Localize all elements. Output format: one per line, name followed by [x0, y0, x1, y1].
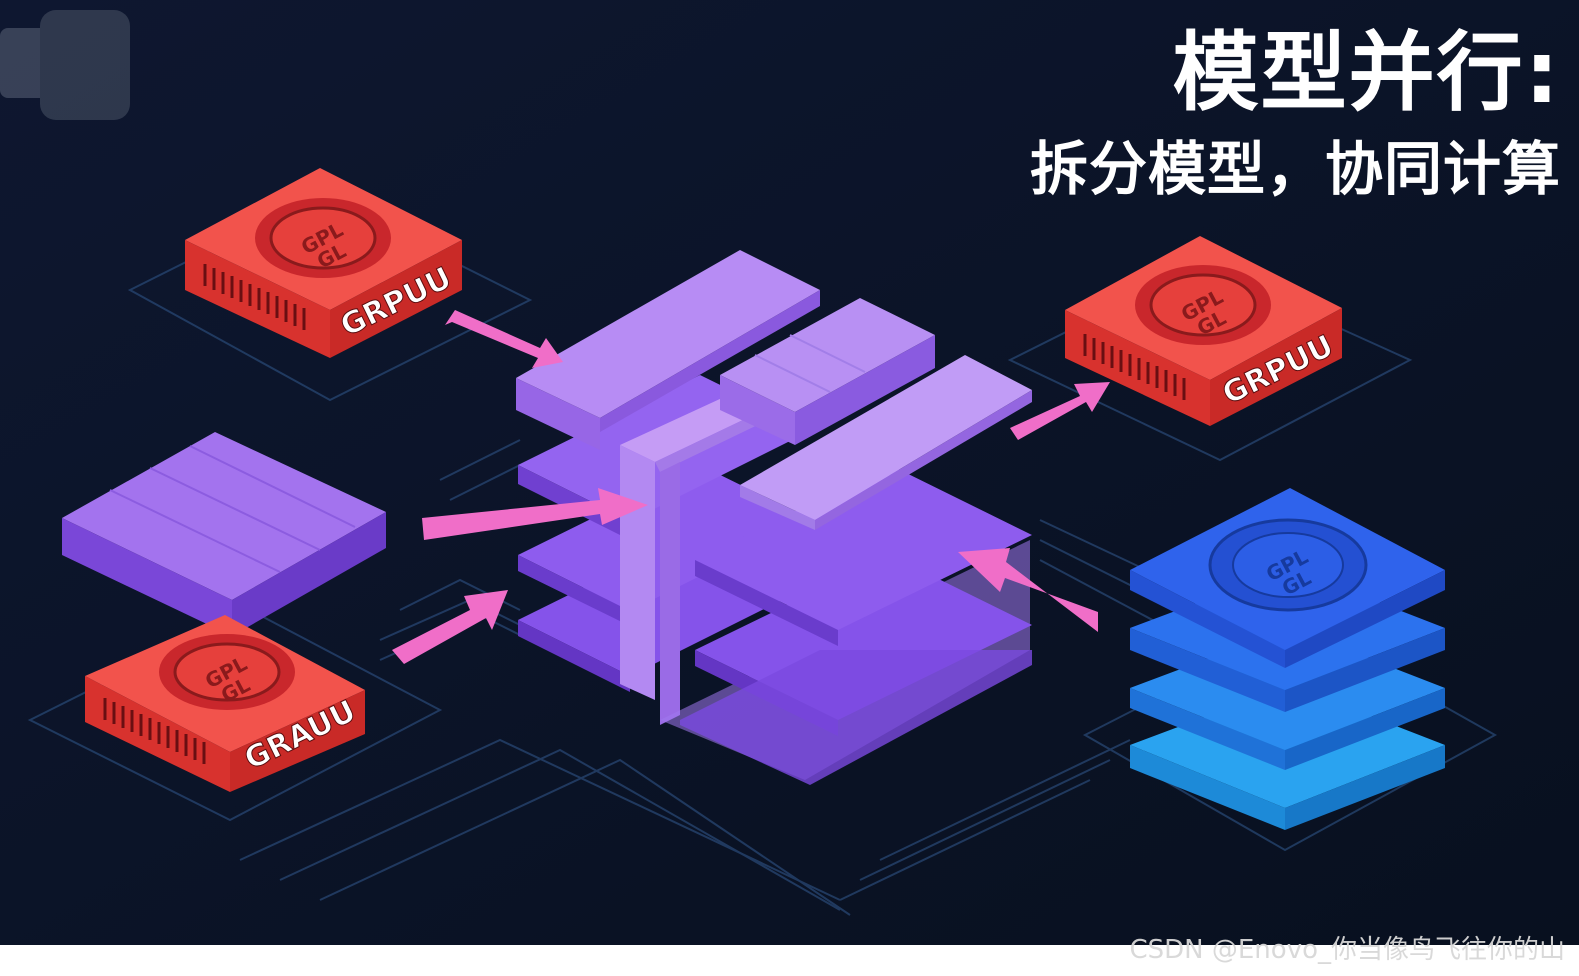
- top-slab-left: [516, 250, 820, 450]
- arrow-from-left-block: [422, 488, 648, 540]
- arrow-to-top-slab: [445, 310, 563, 368]
- model-layer-block-left: [62, 432, 386, 636]
- page-subtitle: 拆分模型，协同计算: [1029, 135, 1561, 203]
- bottom-strip: [0, 945, 1579, 976]
- top-slab-right: [740, 355, 1032, 530]
- arrow-from-blue-stack: [958, 548, 1098, 632]
- page-title: 模型并行:: [1172, 23, 1561, 123]
- watermark: CSDN @Enovo_你当像鸟飞往你的山: [1129, 935, 1565, 965]
- blurred-logo: [0, 10, 130, 120]
- arrow-to-top-right-chip: [1010, 382, 1110, 440]
- top-slab-middle: [720, 298, 935, 445]
- central-model-structure: [516, 250, 1032, 785]
- arrow-from-bottom-left-chip: [392, 590, 508, 664]
- right-layer-stack: [680, 465, 1032, 785]
- gpu-stack-right: GPL GL: [1130, 488, 1445, 830]
- gpu-chip-top-left: GPL GRPUU GL: [185, 168, 462, 358]
- data-flow-arrows: [392, 310, 1110, 664]
